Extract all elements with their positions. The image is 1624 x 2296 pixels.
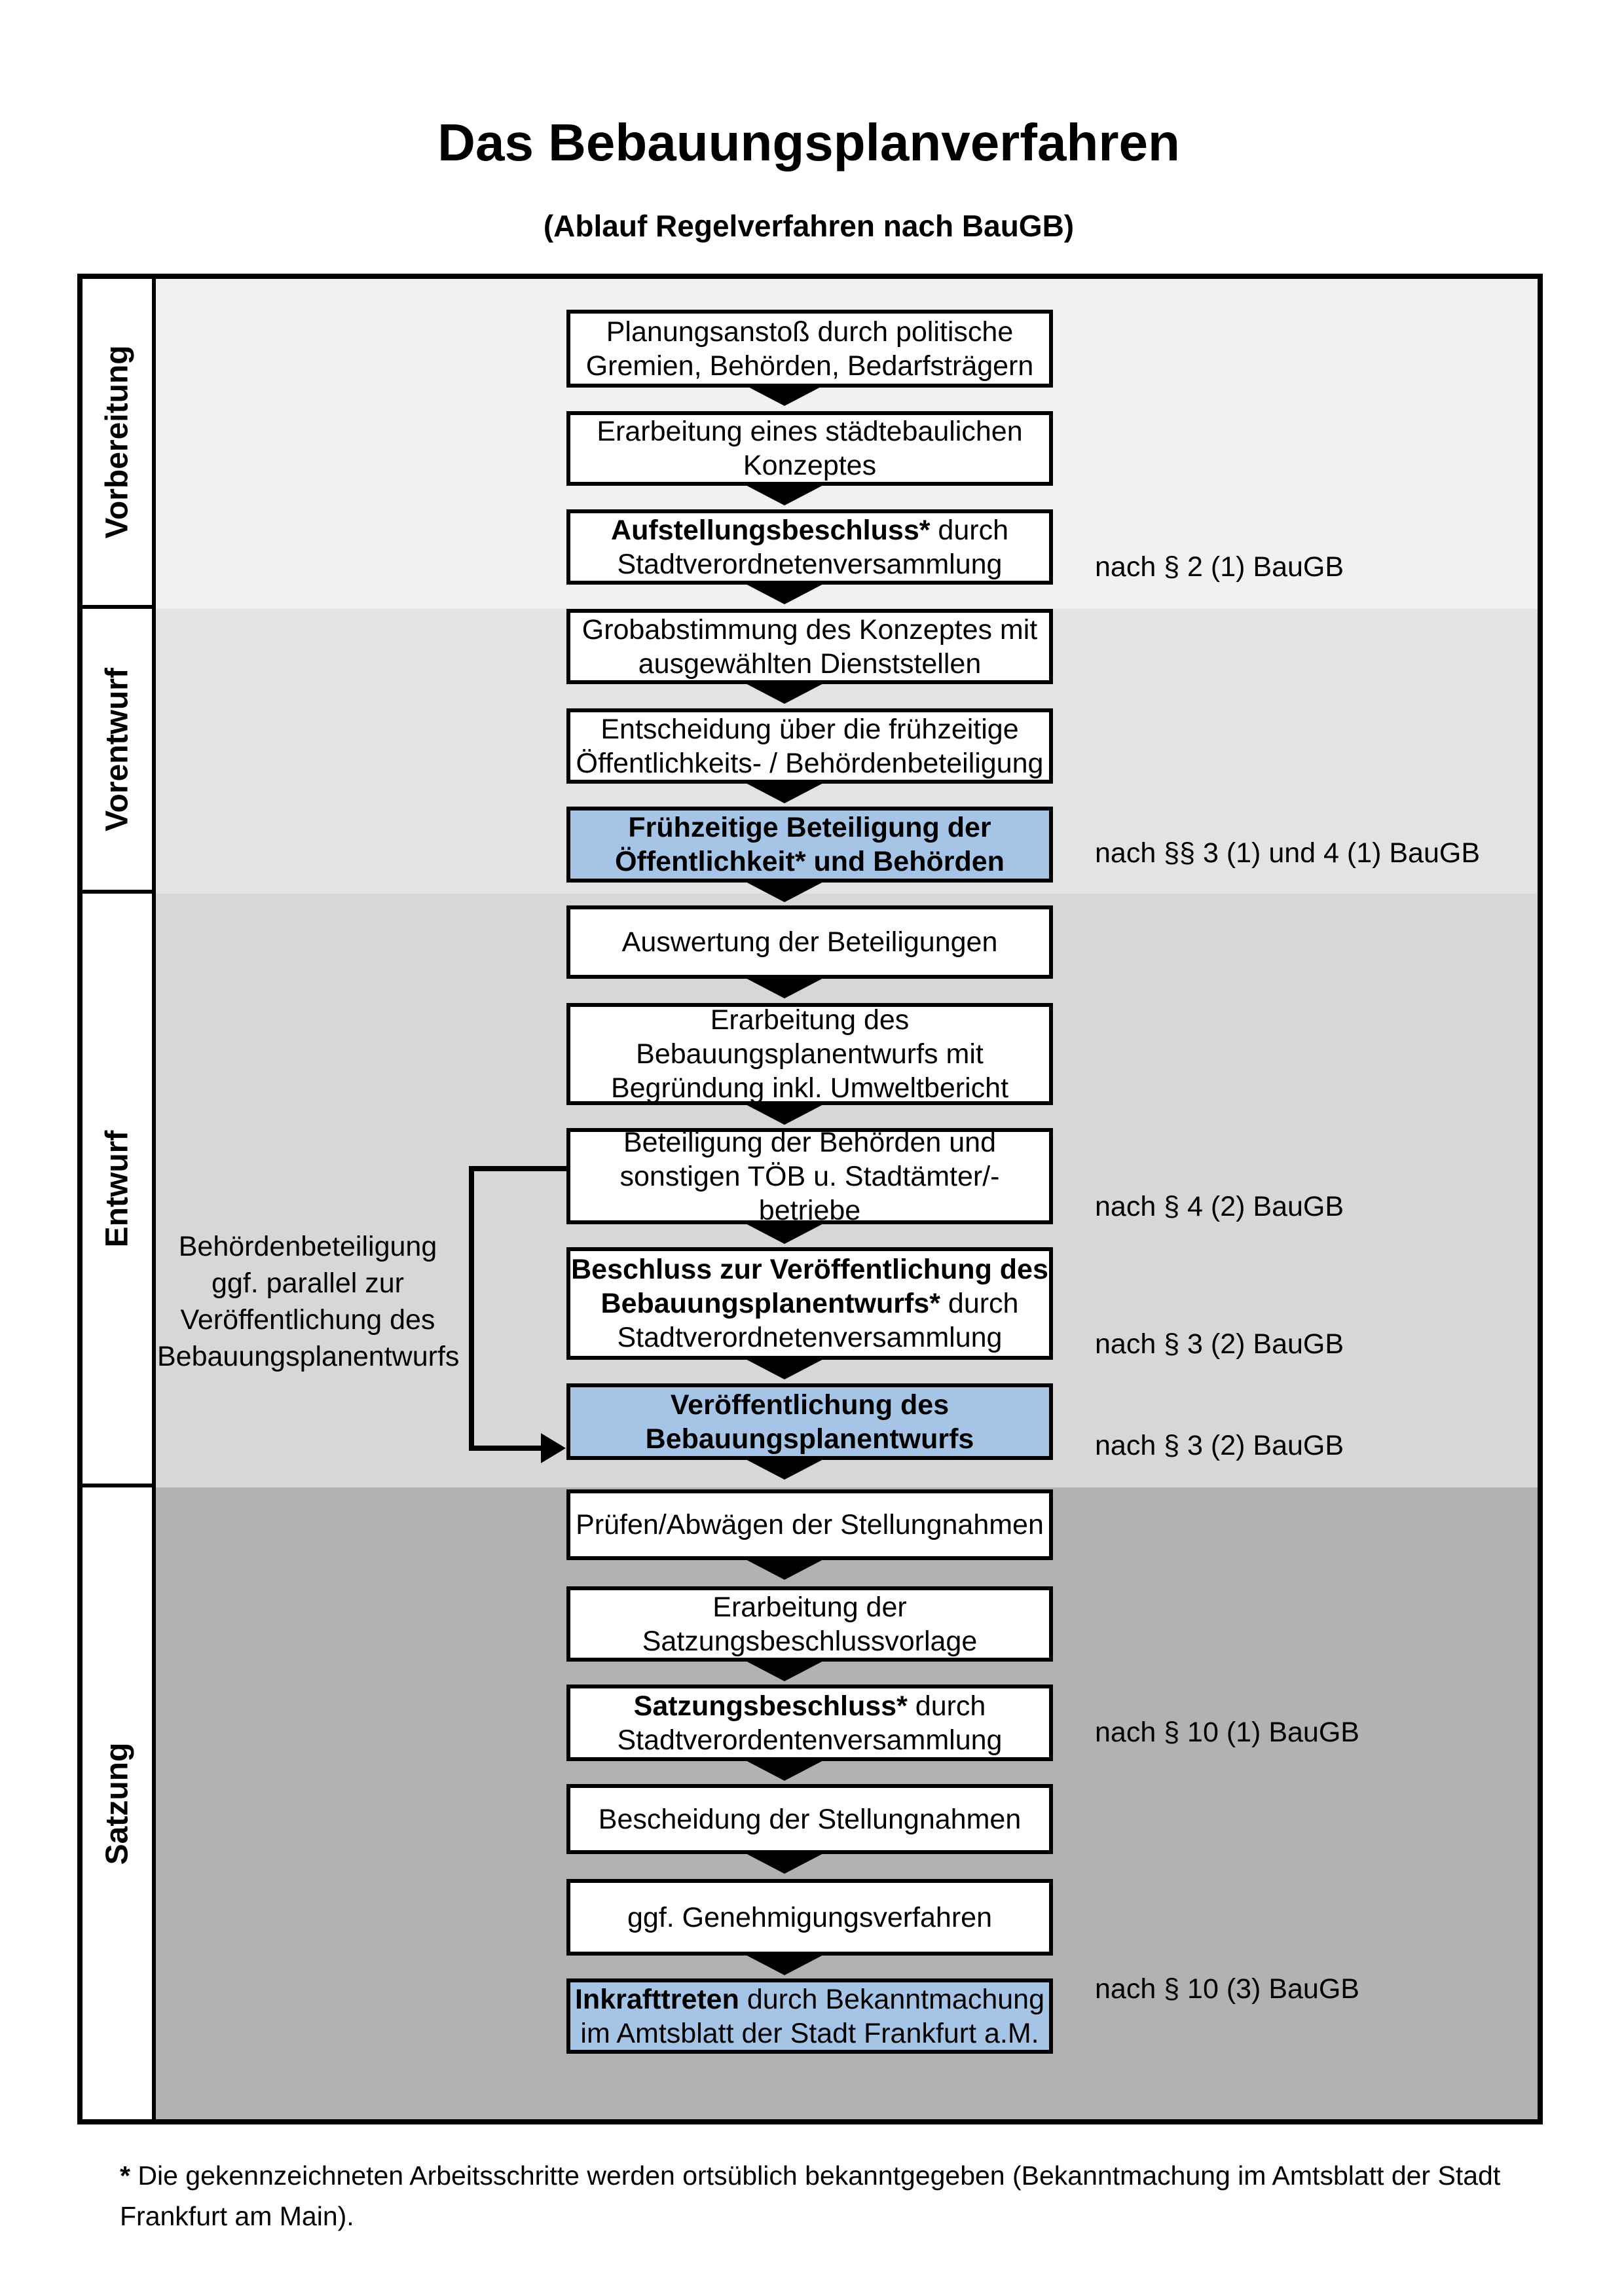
phase-cell-vorbereitung: Vorbereitung — [83, 279, 152, 609]
arrow-down-icon — [742, 1102, 827, 1125]
arrow-down-icon — [742, 1758, 827, 1781]
connector-line — [469, 1166, 474, 1451]
flow-step-behoerdenbeteiligung: Beteiligung der Behörden und sonstigen T… — [566, 1127, 1053, 1226]
phase-label-column: Vorbereitung Vorentwurf Entwurf Satzung — [83, 279, 156, 2119]
phase-cell-entwurf: Entwurf — [83, 894, 152, 1487]
flow-step-konzept: Erarbeitung eines städtebaulichen Konzep… — [566, 411, 1053, 486]
connector-arrow-right-icon — [541, 1433, 566, 1463]
flow-step-entscheidung: Entscheidung über die frühzeitige Öffent… — [566, 708, 1053, 784]
page-subtitle: (Ablauf Regelverfahren nach BauGB) — [543, 209, 1075, 243]
arrow-down-icon — [742, 880, 827, 902]
phase-cell-satzung: Satzung — [83, 1487, 152, 2119]
flow-step-planungsanstoss: Planungsanstoß durch politische Gremien,… — [566, 310, 1053, 388]
flow-step-aufstellungsbeschluss: Aufstellungsbeschluss* durch Stadtverord… — [566, 509, 1053, 585]
flow-step-grobabstimmung: Grobabstimmung des Konzeptes mit ausgewä… — [566, 609, 1053, 684]
flow-step-erarbeitung-entwurf: Erarbeitung des Bebauungsplanentwurfs mi… — [566, 1003, 1053, 1105]
legal-ref-behoerdenbeteiligung: nach § 4 (2) BauGB — [1095, 1191, 1344, 1222]
arrow-down-icon — [742, 384, 827, 406]
arrow-down-icon — [742, 1659, 827, 1681]
flow-step-pruefen-abwaegen: Prüfen/Abwägen der Stellungnahmen — [566, 1489, 1053, 1560]
flow-step-fruehzeitige-beteiligung: Frühzeitige Beteiligung der Öffentlichke… — [566, 807, 1053, 883]
arrow-down-icon — [742, 1851, 827, 1874]
phase-label: Satzung — [100, 1742, 135, 1865]
arrow-down-icon — [742, 682, 827, 704]
arrow-down-icon — [742, 483, 827, 505]
page-title: Das Bebauungsplanverfahren — [437, 113, 1180, 172]
arrow-down-icon — [742, 1457, 827, 1480]
arrow-down-icon — [742, 976, 827, 998]
legal-ref-inkrafttreten: nach § 10 (3) BauGB — [1095, 1973, 1359, 2005]
phase-label: Vorbereitung — [100, 345, 135, 539]
arrow-down-icon — [742, 582, 827, 604]
arrow-down-icon — [742, 1558, 827, 1580]
legal-ref-veroeffentlichung: nach § 3 (2) BauGB — [1095, 1430, 1344, 1461]
phase-label: Vorentwurf — [100, 667, 135, 831]
connector-line — [469, 1446, 544, 1451]
connector-line — [469, 1166, 566, 1171]
flow-step-auswertung: Auswertung der Beteiligungen — [566, 905, 1053, 979]
footnote: * Die gekennzeichneten Arbeitsschritte w… — [120, 2160, 1501, 2231]
phase-cell-vorentwurf: Vorentwurf — [83, 609, 152, 894]
arrow-down-icon — [742, 1222, 827, 1244]
arrow-down-icon — [742, 1357, 827, 1379]
flow-step-genehmigungsverfahren: ggf. Genehmigungsverfahren — [566, 1879, 1053, 1956]
legal-ref-beschluss-veroeffentlichung: nach § 3 (2) BauGB — [1095, 1328, 1344, 1360]
legal-ref-aufstellungsbeschluss: nach § 2 (1) BauGB — [1095, 551, 1344, 583]
flow-step-inkrafttreten: Inkrafttreten durch Bekanntmachung im Am… — [566, 1978, 1053, 2054]
flow-step-bescheidung: Bescheidung der Stellungnahmen — [566, 1784, 1053, 1854]
legal-ref-fruehzeitige-beteiligung: nach §§ 3 (1) und 4 (1) BauGB — [1095, 837, 1481, 869]
flow-step-satzungsbeschlussvorlage: Erarbeitung der Satzungsbeschlussvorlage — [566, 1586, 1053, 1662]
side-note-parallel-beteiligung: Behördenbeteiligung ggf. parallel zur Ve… — [157, 1231, 460, 1372]
legal-ref-satzungsbeschluss: nach § 10 (1) BauGB — [1095, 1717, 1359, 1748]
flow-step-satzungsbeschluss: Satzungsbeschluss* durch Stadtverordente… — [566, 1685, 1053, 1761]
arrow-down-icon — [742, 781, 827, 803]
flow-step-beschluss-veroeffentlichung: Beschluss zur Veröffentlichung des Bebau… — [566, 1247, 1053, 1360]
flow-step-veroeffentlichung: Veröffentlichung des Bebauungsplanentwur… — [566, 1383, 1053, 1460]
arrow-down-icon — [742, 1953, 827, 1975]
phase-label: Entwurf — [100, 1130, 135, 1247]
